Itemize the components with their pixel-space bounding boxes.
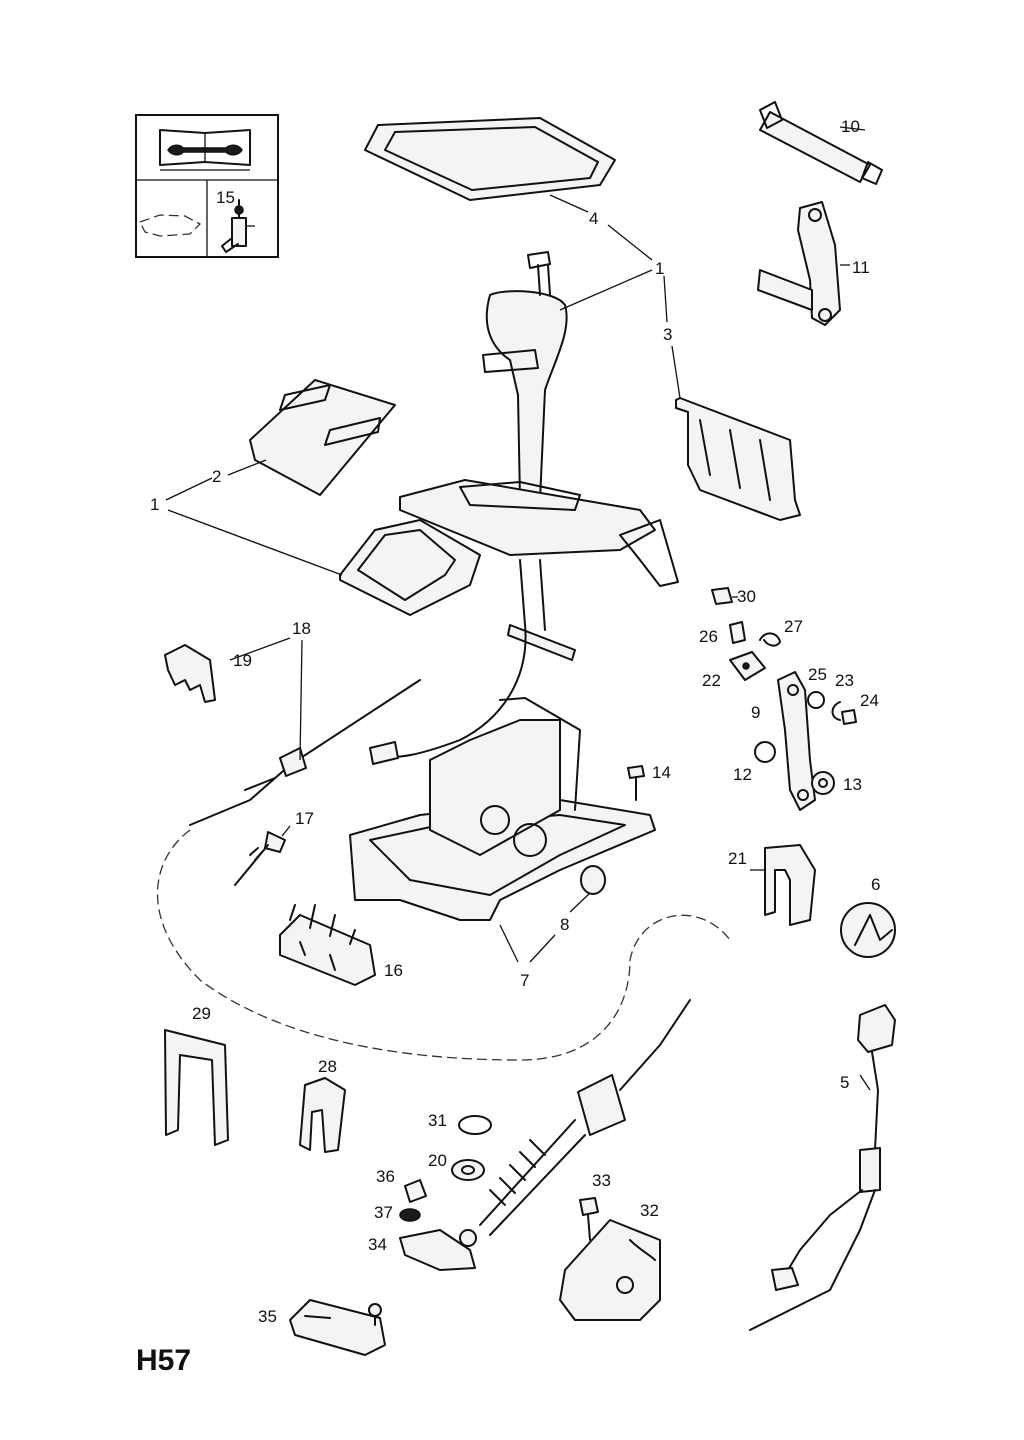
callout-32: 32 bbox=[640, 1201, 659, 1220]
callout-24: 24 bbox=[860, 691, 879, 710]
badge-part bbox=[840, 902, 896, 958]
callout-28: 28 bbox=[318, 1057, 337, 1076]
clip-part-26 bbox=[729, 621, 746, 644]
callout-2: 2 bbox=[212, 467, 221, 486]
lever-plate-part bbox=[777, 671, 816, 811]
callout-27: 27 bbox=[784, 617, 803, 636]
selector-gate-part bbox=[675, 397, 801, 521]
cover-plate-part bbox=[249, 379, 396, 496]
pivot-pin-part bbox=[759, 101, 883, 185]
bracket-arm-part bbox=[757, 201, 841, 326]
callout-7: 7 bbox=[520, 971, 529, 990]
base-housing-part bbox=[349, 697, 656, 921]
callout-22: 22 bbox=[702, 671, 721, 690]
lever-part-34 bbox=[399, 1229, 476, 1271]
block-part-22 bbox=[729, 651, 766, 681]
callout-6: 6 bbox=[871, 875, 880, 894]
callout-16: 16 bbox=[384, 961, 403, 980]
callout-11: 11 bbox=[852, 258, 870, 277]
callout-8: 8 bbox=[560, 915, 569, 934]
grommet-pin-part bbox=[234, 831, 286, 886]
callout-33: 33 bbox=[592, 1171, 611, 1190]
nut-part-13 bbox=[811, 771, 835, 795]
gaiter-frame-part bbox=[364, 117, 616, 201]
callout-30: 30 bbox=[737, 587, 756, 606]
callout-5: 5 bbox=[840, 1073, 849, 1092]
u-clip-part-29 bbox=[164, 1029, 229, 1146]
callout-3: 3 bbox=[663, 325, 672, 344]
callout-19: 19 bbox=[233, 651, 252, 670]
leader-lines bbox=[165, 126, 871, 1091]
callout-1-upper: 1 bbox=[655, 259, 664, 278]
gear-cable-part bbox=[459, 999, 691, 1247]
nut-part-30 bbox=[711, 587, 733, 605]
clip-part-31 bbox=[458, 1115, 492, 1135]
callout-14: 14 bbox=[652, 763, 671, 782]
bolt-part-33 bbox=[579, 1197, 599, 1241]
washer-part-20 bbox=[451, 1159, 485, 1181]
cable-clip-part-19 bbox=[164, 644, 216, 703]
callout-1-lower: 1 bbox=[150, 495, 159, 514]
callout-10: 10 bbox=[841, 117, 860, 136]
part-outline-icon bbox=[139, 214, 202, 237]
callout-labels: 10 4 1 11 3 2 1 30 26 27 18 19 25 23 22 … bbox=[150, 117, 880, 1326]
retaining-clip-part bbox=[764, 844, 816, 926]
callout-36: 36 bbox=[376, 1167, 395, 1186]
callout-26: 26 bbox=[699, 627, 718, 646]
washer-part-37 bbox=[399, 1208, 421, 1222]
circlip-part-23 bbox=[831, 701, 841, 721]
callout-35: 35 bbox=[258, 1307, 277, 1326]
connector-block-part bbox=[279, 904, 376, 986]
nut-part-36 bbox=[404, 1179, 427, 1203]
callout-21: 21 bbox=[728, 849, 747, 868]
callout-12: 12 bbox=[733, 765, 752, 784]
callout-23: 23 bbox=[835, 671, 854, 690]
clip-part-28 bbox=[299, 1077, 346, 1153]
bolt-part bbox=[627, 765, 645, 801]
gear-lever-assembly-part bbox=[339, 251, 679, 765]
switch-wiring-part bbox=[749, 1004, 896, 1331]
callout-17: 17 bbox=[295, 809, 314, 828]
bush-part bbox=[580, 865, 606, 895]
callout-25: 25 bbox=[808, 665, 827, 684]
link-plate-part-35 bbox=[289, 1299, 386, 1356]
callout-20: 20 bbox=[428, 1151, 447, 1170]
manual-wrench-icon bbox=[159, 129, 251, 171]
callout-13: 13 bbox=[843, 775, 862, 794]
info-box: 15 bbox=[135, 114, 279, 258]
grease-tool-icon bbox=[221, 199, 255, 253]
callout-9: 9 bbox=[751, 703, 760, 722]
callout-4: 4 bbox=[589, 209, 598, 228]
callout-34: 34 bbox=[368, 1235, 387, 1254]
spring-clip-part-27 bbox=[759, 632, 781, 647]
callout-18: 18 bbox=[292, 619, 311, 638]
washer-part-12 bbox=[754, 741, 776, 763]
nut-part-24 bbox=[841, 709, 857, 725]
mounting-plate-part-32 bbox=[559, 1219, 661, 1321]
tool-ref-label: 15 bbox=[216, 188, 235, 207]
washer-part-25 bbox=[807, 691, 825, 709]
dashed-outline bbox=[156, 829, 731, 1061]
callout-37: 37 bbox=[374, 1203, 393, 1222]
page-code: H57 bbox=[136, 1344, 191, 1377]
callout-29: 29 bbox=[192, 1004, 211, 1023]
callout-31: 31 bbox=[428, 1111, 447, 1130]
